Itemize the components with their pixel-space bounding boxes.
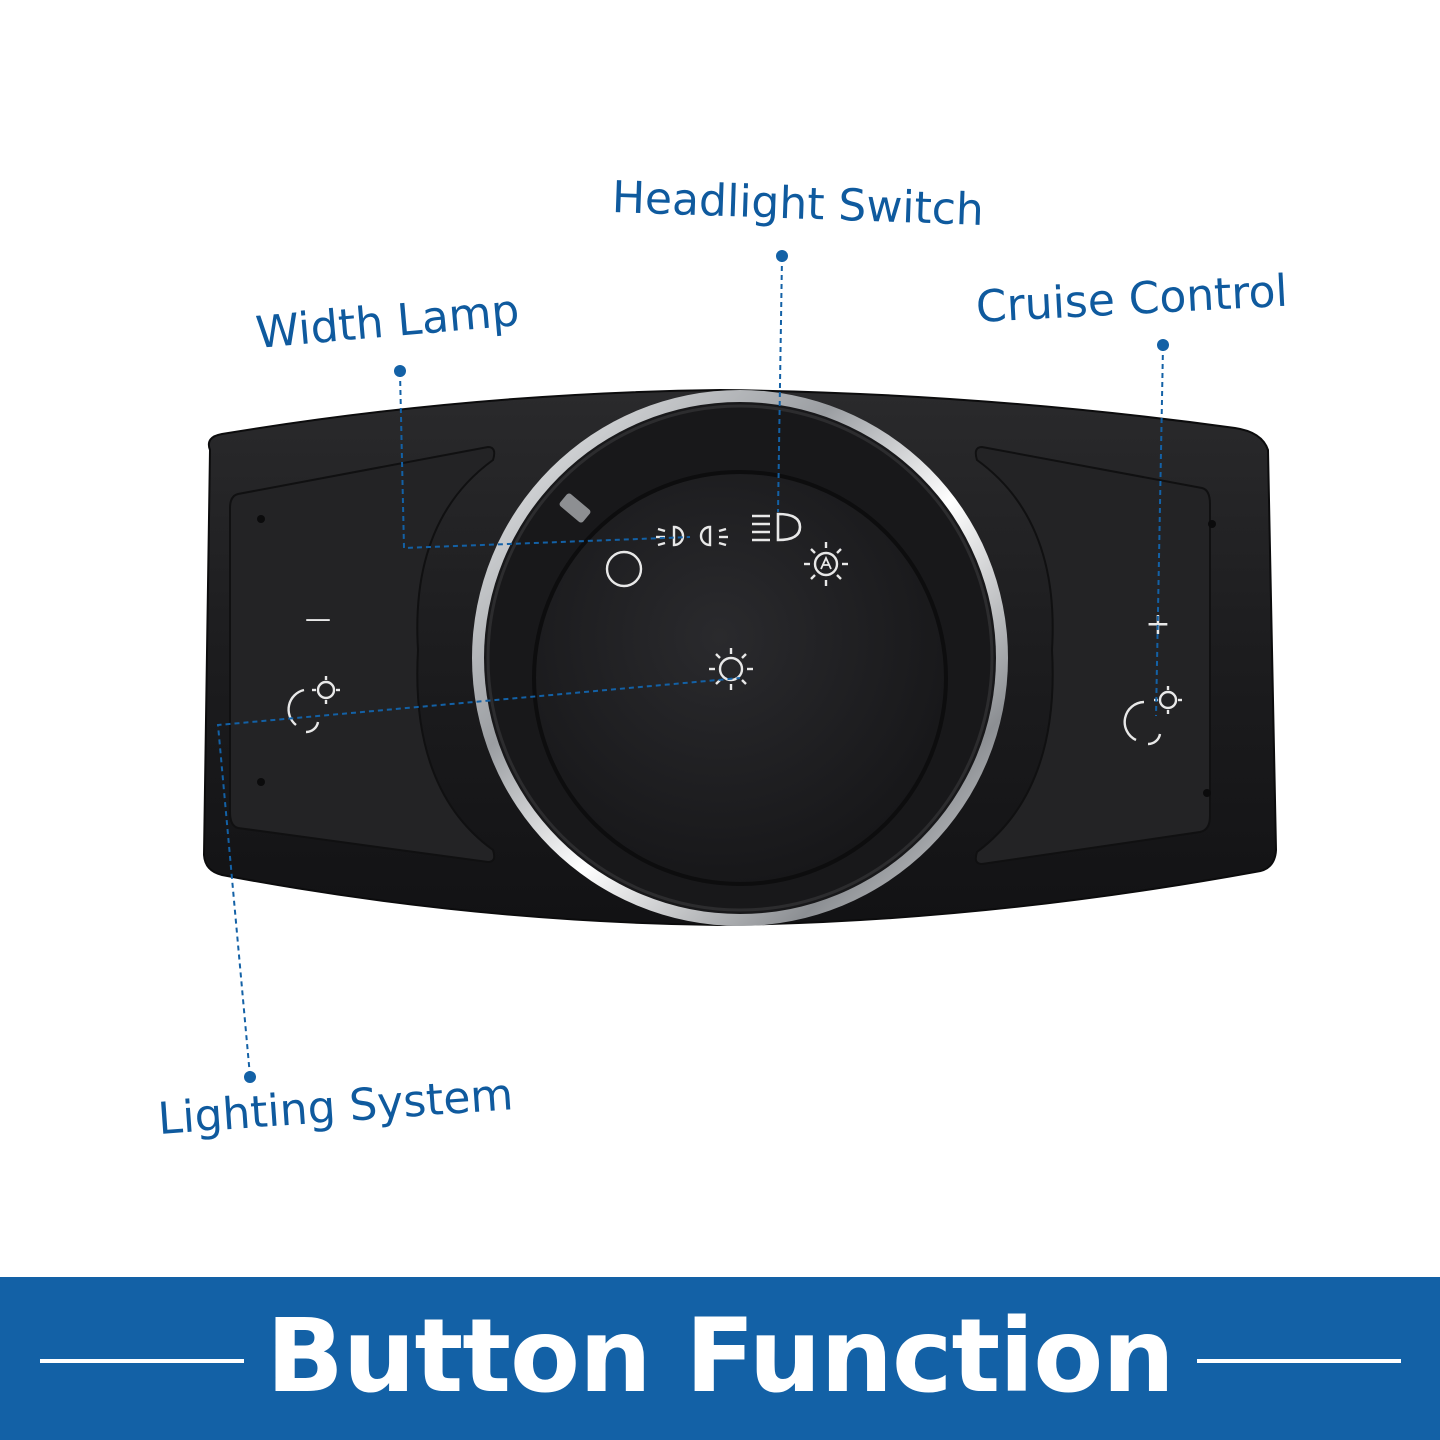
dimmer-right-icon xyxy=(1123,686,1182,746)
callout-leader-lines xyxy=(216,256,1164,1077)
left-minus-label: — xyxy=(305,604,331,634)
dimmer-left-icon xyxy=(287,676,340,734)
left-dimmer-paddle[interactable] xyxy=(229,445,496,864)
right-dimmer-paddle[interactable] xyxy=(974,445,1211,866)
callout-dots xyxy=(244,250,1169,1083)
banner-title: Button Function xyxy=(266,1297,1175,1416)
banner-divider-left xyxy=(40,1359,244,1363)
banner-divider-right xyxy=(1197,1359,1401,1363)
title-banner xyxy=(0,1277,1440,1440)
off-circle-icon xyxy=(605,550,643,588)
headlight-rotary-knob[interactable] xyxy=(472,390,1008,926)
auto-light-icon xyxy=(804,542,848,586)
width-lamp-icon xyxy=(656,525,728,547)
headlight-icon xyxy=(752,512,802,542)
